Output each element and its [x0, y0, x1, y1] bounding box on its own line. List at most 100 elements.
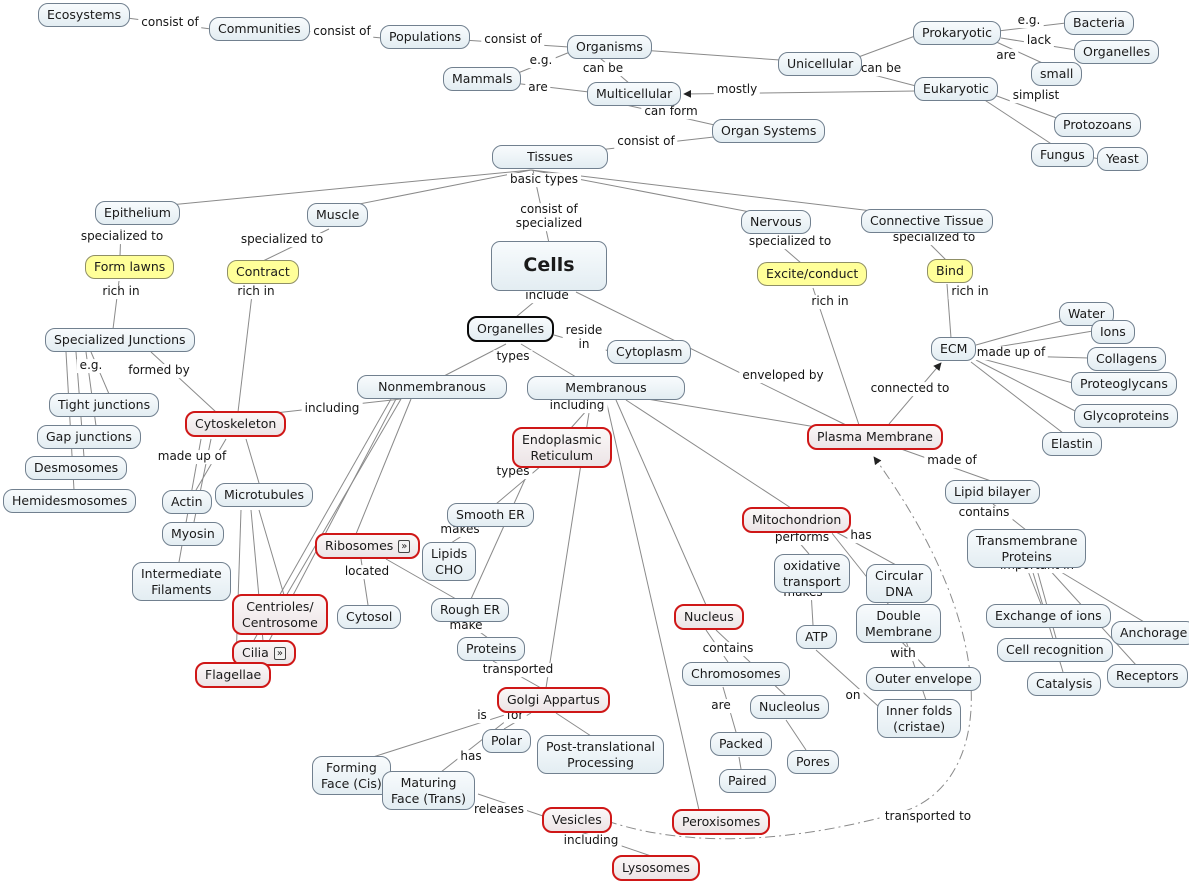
- node-cytosol[interactable]: Cytosol: [337, 605, 402, 629]
- node-nucleus[interactable]: Nucleus: [674, 604, 744, 630]
- edge-label[interactable]: releases: [470, 802, 528, 817]
- edge-label[interactable]: has: [847, 528, 875, 543]
- node-flagellae[interactable]: Flagellae: [195, 662, 272, 688]
- node-specialized-junctions[interactable]: Specialized Junctions: [45, 328, 195, 352]
- expand-group-icon[interactable]: »: [398, 540, 411, 553]
- node-ecm[interactable]: ECM: [931, 337, 977, 361]
- node-bind[interactable]: Bind: [927, 259, 973, 283]
- edge-label[interactable]: enveloped by: [739, 368, 827, 383]
- edge-label[interactable]: consist of: [481, 32, 545, 47]
- node-cells[interactable]: Cells: [491, 241, 607, 291]
- node-organ-systems[interactable]: Organ Systems: [712, 119, 826, 143]
- edge-label[interactable]: including: [560, 833, 622, 848]
- node-communities[interactable]: Communities: [209, 17, 310, 41]
- edge-label[interactable]: transported: [479, 662, 557, 677]
- node-atp[interactable]: ATP: [796, 625, 837, 649]
- edge-label[interactable]: including: [546, 398, 608, 413]
- node-lipids-cho[interactable]: Lipids CHO: [422, 542, 477, 582]
- node-yeast[interactable]: Yeast: [1097, 147, 1148, 171]
- edge-label[interactable]: consist of: [138, 15, 202, 30]
- node-peroxisomes[interactable]: Peroxisomes: [672, 809, 771, 835]
- node-unicellular[interactable]: Unicellular: [778, 52, 863, 76]
- edge-label[interactable]: e.g.: [76, 358, 106, 373]
- node-endoplasmic-reticulum[interactable]: Endoplasmic Reticulum: [512, 427, 612, 469]
- node-receptors[interactable]: Receptors: [1107, 664, 1188, 688]
- node-membranous[interactable]: Membranous: [527, 376, 685, 400]
- edge-label[interactable]: on: [842, 688, 864, 703]
- node-bacteria[interactable]: Bacteria: [1064, 11, 1134, 35]
- node-proteoglycans[interactable]: Proteoglycans: [1071, 372, 1177, 396]
- node-gap-junctions[interactable]: Gap junctions: [37, 425, 141, 449]
- edge-label[interactable]: e.g.: [526, 53, 556, 68]
- node-plasma-membrane[interactable]: Plasma Membrane: [807, 424, 943, 450]
- node-ecosystems[interactable]: Ecosystems: [38, 3, 131, 27]
- node-muscle[interactable]: Muscle: [307, 203, 369, 227]
- node-form-lawns[interactable]: Form lawns: [85, 255, 175, 279]
- edge-label[interactable]: made of: [924, 453, 980, 468]
- edge-label[interactable]: consist of: [614, 134, 678, 149]
- node-mammals[interactable]: Mammals: [443, 67, 522, 91]
- node-transmembrane-proteins[interactable]: Transmembrane Proteins: [967, 529, 1087, 569]
- node-organisms[interactable]: Organisms: [567, 35, 652, 59]
- edge-label[interactable]: e.g.: [1014, 13, 1044, 28]
- edge-label[interactable]: specialized to: [77, 229, 167, 244]
- edge-label[interactable]: made up of: [973, 345, 1049, 360]
- edge-label[interactable]: rich in: [99, 284, 143, 299]
- node-golgi-appartus[interactable]: Golgi Appartus: [497, 687, 610, 713]
- node-protozoans[interactable]: Protozoans: [1054, 113, 1141, 137]
- edge-label[interactable]: reside in: [562, 323, 606, 352]
- node-eukaryotic[interactable]: Eukaryotic: [914, 77, 998, 101]
- edge-label[interactable]: include: [522, 288, 572, 303]
- node-rough-er[interactable]: Rough ER: [431, 598, 510, 622]
- edge-label[interactable]: can be: [579, 61, 627, 76]
- node-microtubules[interactable]: Microtubules: [215, 483, 313, 507]
- edge-label[interactable]: consist of specialized: [512, 202, 586, 231]
- node-elastin[interactable]: Elastin: [1042, 432, 1102, 456]
- edge-label[interactable]: specialized to: [237, 232, 327, 247]
- node-desmosomes[interactable]: Desmosomes: [25, 456, 128, 480]
- edge-label[interactable]: consist of: [310, 24, 374, 39]
- node-nervous[interactable]: Nervous: [741, 210, 811, 234]
- node-nonmembranous[interactable]: Nonmembranous: [357, 375, 507, 399]
- node-intermediate-filaments[interactable]: Intermediate Filaments: [132, 562, 231, 602]
- edge-label[interactable]: are: [708, 698, 734, 713]
- node-fungus[interactable]: Fungus: [1031, 143, 1094, 167]
- edge-label[interactable]: lack: [1023, 33, 1055, 48]
- node-mitochondrion[interactable]: Mitochondrion: [742, 507, 852, 533]
- edge-label[interactable]: can form: [641, 104, 701, 119]
- edge-label[interactable]: are: [525, 80, 551, 95]
- node-ribosomes[interactable]: Ribosomes»: [315, 533, 421, 559]
- node-pores[interactable]: Pores: [787, 750, 839, 774]
- node-small[interactable]: small: [1031, 62, 1083, 86]
- node-lysosomes[interactable]: Lysosomes: [612, 855, 700, 881]
- node-exchange-of-ions[interactable]: Exchange of ions: [986, 604, 1111, 628]
- edge-label[interactable]: specialized to: [889, 230, 979, 245]
- edge-label[interactable]: rich in: [948, 284, 992, 299]
- edge-label[interactable]: contains: [699, 641, 757, 656]
- node-anchorage[interactable]: Anchorage: [1111, 621, 1189, 645]
- node-packed[interactable]: Packed: [710, 732, 772, 756]
- edge-label[interactable]: connected to: [867, 381, 953, 396]
- edge-label[interactable]: rich in: [234, 284, 278, 299]
- node-tissues[interactable]: Tissues: [492, 145, 608, 169]
- node-hemidesmosomes[interactable]: Hemidesmosomes: [3, 489, 137, 513]
- node-epithelium[interactable]: Epithelium: [95, 201, 180, 225]
- node-smooth-er[interactable]: Smooth ER: [447, 503, 534, 527]
- node-cytoplasm[interactable]: Cytoplasm: [607, 340, 692, 364]
- node-polar[interactable]: Polar: [482, 729, 532, 753]
- node-tight-junctions[interactable]: Tight junctions: [49, 393, 160, 417]
- node-excite-conduct[interactable]: Excite/conduct: [757, 262, 868, 286]
- edge-label[interactable]: formed by: [125, 363, 193, 378]
- expand-group-icon[interactable]: »: [273, 647, 286, 660]
- node-contract[interactable]: Contract: [227, 260, 299, 284]
- node-organelles-top[interactable]: Organelles: [1074, 40, 1160, 64]
- edge-label[interactable]: types: [493, 349, 533, 364]
- node-nucleolus[interactable]: Nucleolus: [750, 695, 829, 719]
- node-post-translational-processing[interactable]: Post-translational Processing: [537, 735, 665, 775]
- edge-label[interactable]: with: [887, 646, 919, 661]
- node-circular-dna[interactable]: Circular DNA: [866, 564, 933, 604]
- edge-label[interactable]: contains: [955, 505, 1013, 520]
- edge-label[interactable]: simplist: [1009, 88, 1063, 103]
- edge-label[interactable]: is: [474, 708, 490, 723]
- node-prokaryotic[interactable]: Prokaryotic: [913, 21, 1001, 45]
